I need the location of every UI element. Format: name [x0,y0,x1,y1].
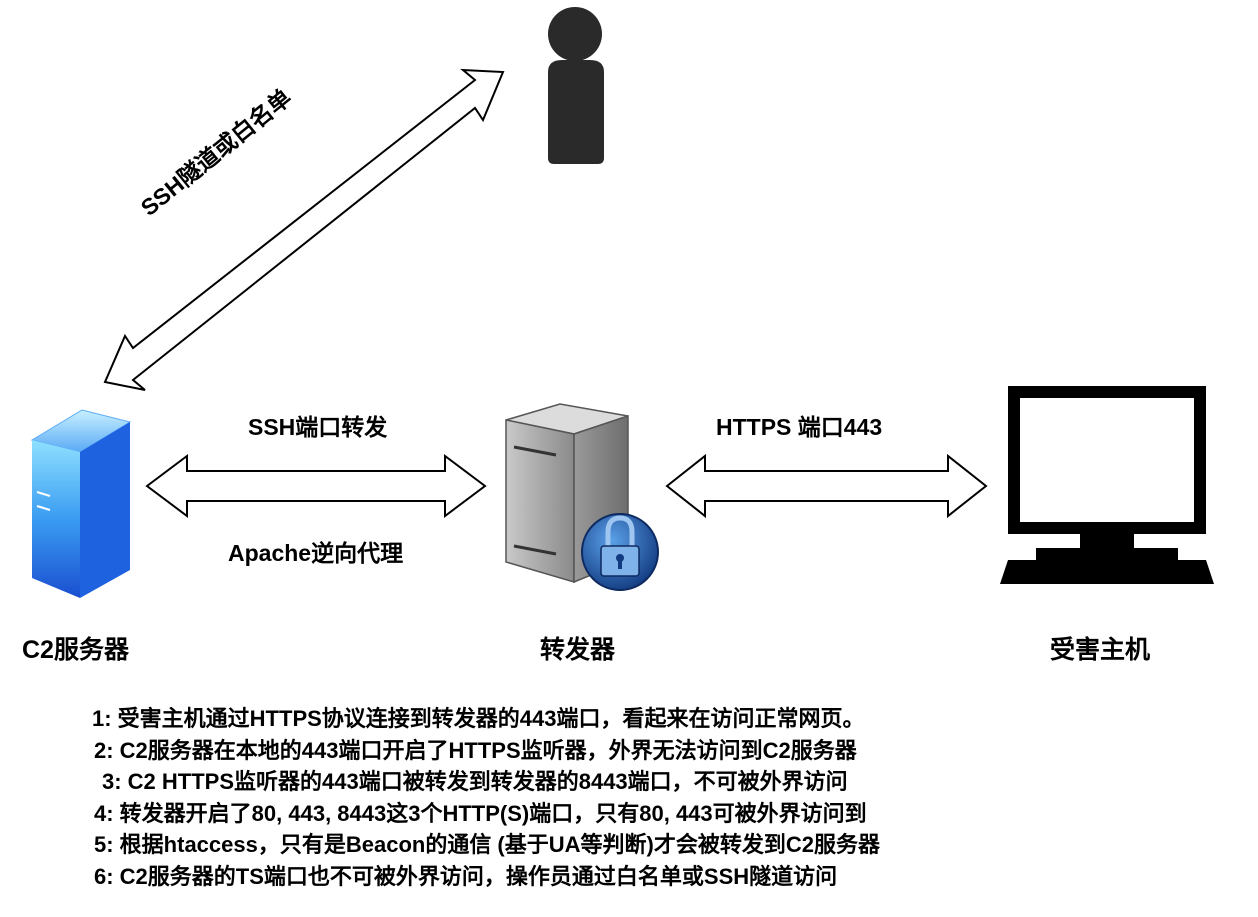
redirector-label: 转发器 [540,636,616,664]
apache-reverse-proxy-label: Apache逆向代理 [228,540,404,566]
note-1: 1: 受害主机通过HTTPS协议连接到转发器的443端口，看起来在访问正常网页。 [92,706,865,731]
note-2: 2: C2服务器在本地的443端口开启了HTTPS监听器，外界无法访问到C2服务… [94,737,857,763]
redirector-victim-arrow [665,453,988,519]
server-tower-icon [30,409,132,598]
note-4: 4: 转发器开启了80, 443, 8443这3个HTTP(S)端口，只有80,… [94,800,867,826]
c2-server-label: C2服务器 [22,636,129,664]
network-diagram [30,7,1214,598]
lock-icon [581,513,659,591]
c2-redirector-arrow [145,454,487,518]
ssh-tunnel-arrow [103,68,505,391]
person-icon [548,7,604,164]
secure-server-icon [505,403,659,591]
https-port-label: HTTPS 端口443 [716,414,883,440]
computer-monitor-icon [1000,386,1214,584]
victim-label: 受害主机 [1050,636,1151,664]
note-6: 6: C2服务器的TS端口也不可被外界访问，操作员通过白名单或SSH隧道访问 [94,863,838,889]
note-5: 5: 根据htaccess，只有是Beacon的通信 (基于UA等判断)才会被转… [94,832,880,857]
ssh-port-forward-label: SSH端口转发 [248,414,388,440]
notes-list: 1: 受害主机通过HTTPS协议连接到转发器的443端口，看起来在访问正常网页。… [92,703,1212,892]
note-3: 3: C2 HTTPS监听器的443端口被转发到转发器的8443端口，不可被外界… [102,769,848,794]
